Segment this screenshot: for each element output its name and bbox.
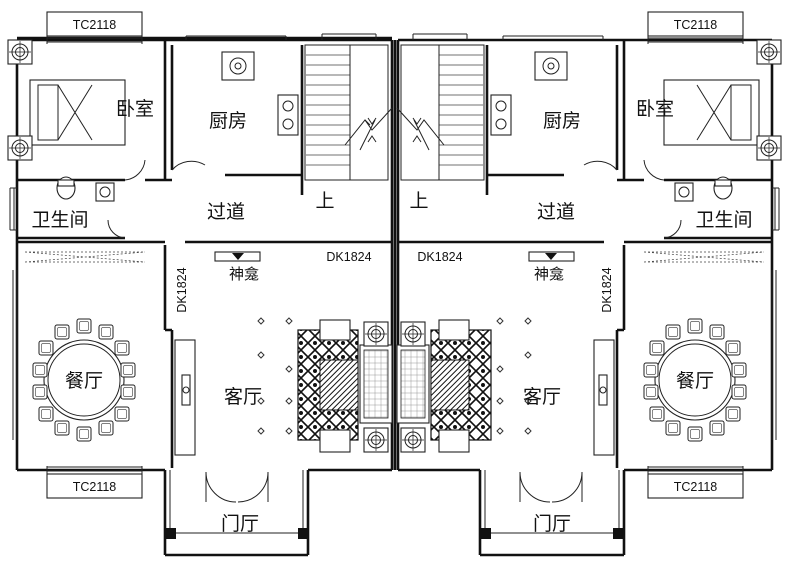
bedside-lamp-icon (7, 135, 33, 161)
door-label-dk-left: DK1824 (326, 250, 371, 264)
room-label-bathroom-left: 卫生间 (31, 209, 88, 231)
window-label-top-right: TC2118 (674, 18, 718, 32)
door-label-dk-right: DK1824 (417, 250, 462, 264)
door-label-dk-vertical-left: DK1824 (175, 267, 189, 312)
left-unit (7, 11, 394, 557)
room-label-dining-right: 餐厅 (676, 370, 714, 392)
room-label-living-left: 客厅 (224, 386, 262, 408)
staircase (304, 44, 393, 181)
right-unit (396, 11, 782, 557)
stair-up-label-right: 上 (409, 190, 428, 212)
bedside-lamp-icon (7, 39, 33, 65)
door-label-dk-vertical-right: DK1824 (600, 267, 614, 312)
dining-table (643, 318, 747, 442)
window-label-bottom-left: TC2118 (73, 480, 117, 494)
room-label-kitchen-right: 厨房 (543, 110, 581, 132)
room-label-corridor-right: 过道 (537, 201, 575, 223)
room-label-entrance-left: 门厅 (221, 513, 259, 535)
window-label-top-left: TC2118 (73, 18, 117, 32)
room-label-bedroom-right: 卧室 (636, 98, 674, 120)
room-label-kitchen-left: 厨房 (209, 110, 247, 132)
sofa-set (396, 319, 492, 453)
room-label-dining-left: 餐厅 (65, 370, 103, 392)
stair-up-label-left: 上 (315, 190, 334, 212)
room-label-living-right: 客厅 (523, 386, 561, 408)
staircase (396, 44, 485, 181)
room-label-bedroom-left: 卧室 (116, 98, 154, 120)
room-label-shrine-right: 神龛 (534, 265, 564, 283)
room-label-bathroom-right: 卫生间 (695, 209, 752, 231)
room-label-entrance-right: 门厅 (533, 513, 571, 535)
room-label-corridor-left: 过道 (207, 201, 245, 223)
room-label-shrine-left: 神龛 (229, 265, 259, 283)
sofa-set (297, 319, 393, 453)
labels: TC2118 TC2118 TC2118 TC2118 卧室 卧室 厨房 厨房 … (31, 18, 752, 535)
dining-table (32, 318, 136, 442)
window-label-bottom-right: TC2118 (674, 480, 718, 494)
